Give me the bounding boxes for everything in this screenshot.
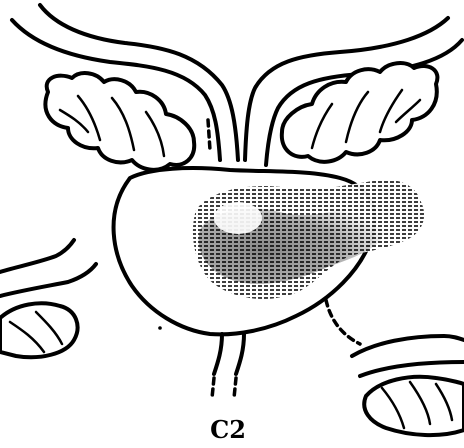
right-seminal-vesicle	[282, 63, 438, 162]
panel-label: C2	[0, 416, 460, 444]
lower-right-structure	[326, 300, 464, 435]
left-seminal-vesicle	[45, 73, 194, 170]
ink-speck	[158, 326, 162, 330]
lesion-stain	[193, 180, 424, 299]
urethra-stem	[212, 334, 244, 398]
lower-left-structure	[0, 240, 96, 357]
